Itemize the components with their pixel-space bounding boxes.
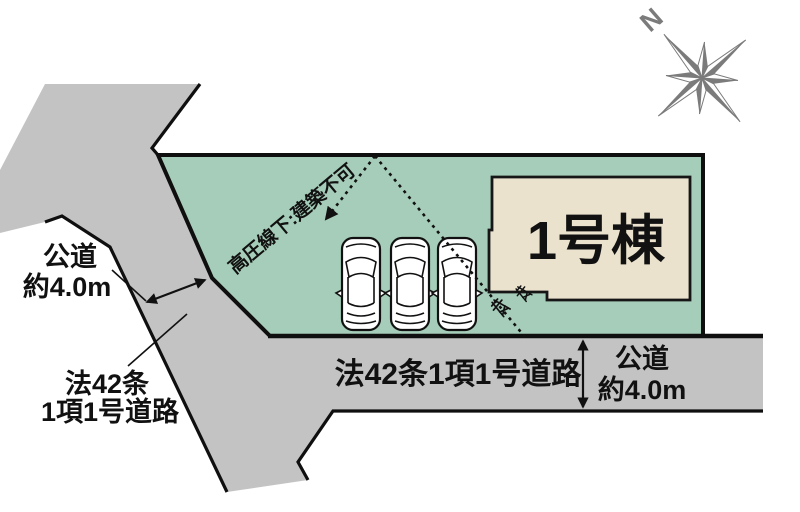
left-road-leader-line [111, 269, 147, 302]
powerline-dotted-arrow [324, 155, 377, 221]
car-icon [383, 236, 437, 332]
car-icon [430, 236, 484, 332]
road-border-upper [149, 83, 202, 157]
left-road-name-line2: 1項1号道路 [41, 396, 180, 427]
building-1 [487, 175, 692, 302]
bottom-road-width-label: 約4.0m [598, 374, 687, 405]
bottom-road-type-label: 公道 [615, 343, 669, 374]
left-road-width-arrow [145, 278, 207, 304]
left-road-pointer-line [127, 313, 188, 367]
north-label: N [634, 2, 668, 37]
road-surface [0, 84, 763, 492]
car-icon [334, 236, 388, 332]
road-border-left [44, 214, 229, 493]
bottom-road-name-label: 法42条1項1号道路 [335, 358, 583, 391]
left-road-width-label: 約4.0m [23, 271, 112, 302]
road-border-bottom [296, 409, 763, 481]
left-road-name-line1: 法42条 [65, 369, 150, 399]
powerline-dotted-line [373, 155, 527, 338]
left-road-type-label: 公道 [43, 241, 97, 272]
compass-rose-icon: N [634, 2, 747, 123]
building-label: 1号棟 [527, 211, 666, 271]
